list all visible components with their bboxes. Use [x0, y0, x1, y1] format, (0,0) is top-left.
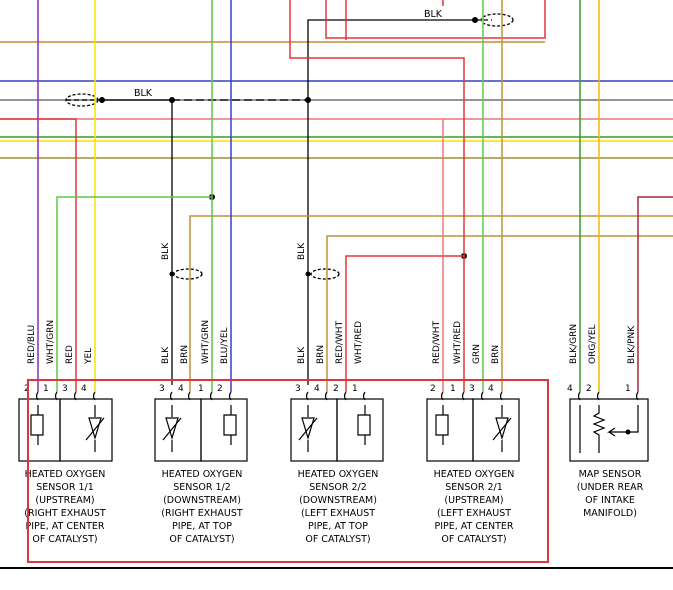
svg-text:MAP SENSOR: MAP SENSOR	[579, 469, 642, 480]
svg-text:HEATED OXYGEN: HEATED OXYGEN	[25, 469, 106, 480]
svg-text:PIPE, AT TOP: PIPE, AT TOP	[172, 521, 232, 532]
wire-label: RED/BLU	[27, 325, 37, 364]
pin-label: 4	[314, 384, 320, 394]
wire-label: BRN	[180, 345, 190, 364]
pin-label: 4	[488, 384, 494, 394]
junction-dots	[99, 17, 478, 277]
wire-label: RED/WHT	[432, 320, 442, 364]
pin-label: 2	[430, 384, 436, 394]
pin-label: 4	[178, 384, 184, 394]
sensor-2-2: BLK BRN RED/WHT WHT/RED 3 4 2 1 HEATED O…	[290, 320, 384, 545]
pin-label: 4	[567, 384, 573, 394]
svg-text:(UPSTREAM): (UPSTREAM)	[35, 495, 94, 506]
pin-label: 2	[333, 384, 339, 394]
svg-text:PIPE, AT CENTER: PIPE, AT CENTER	[434, 521, 513, 532]
svg-text:SENSOR 1/2: SENSOR 1/2	[173, 482, 231, 493]
pin-label: 2	[586, 384, 592, 394]
svg-text:OF CATALYST): OF CATALYST)	[169, 534, 234, 545]
wire-label: BLK/GRN	[569, 324, 579, 364]
svg-text:(LEFT EXHAUST: (LEFT EXHAUST	[437, 508, 511, 519]
svg-text:HEATED OXYGEN: HEATED OXYGEN	[434, 469, 515, 480]
pin-label: 3	[295, 384, 301, 394]
svg-text:(RIGHT EXHAUST: (RIGHT EXHAUST	[161, 508, 243, 519]
component-caption: MAP SENSOR (UNDER REAR OF INTAKE MANIFOL…	[577, 469, 644, 519]
blk-s22-label: BLK	[297, 242, 307, 260]
wire-label: GRN	[472, 344, 482, 364]
svg-text:(RIGHT EXHAUST: (RIGHT EXHAUST	[24, 508, 106, 519]
routed-wires	[0, 0, 673, 392]
blk-shield-label: BLK	[134, 88, 153, 99]
shield-wiring	[65, 13, 514, 385]
svg-text:HEATED OXYGEN: HEATED OXYGEN	[298, 469, 379, 480]
wire-label: RED/WHT	[335, 320, 345, 364]
map-sensor: BLK/GRN ORG/YEL BLK/PNK 4 2 1 MAP SENSOR…	[567, 324, 649, 519]
pin-label: 1	[450, 384, 456, 394]
sensor-1-2: BLK BRN WHT/GRN BLU/YEL 3 4 1 2 HEATED O…	[154, 320, 248, 545]
wire-label: WHT/GRN	[201, 320, 211, 364]
pin-label: 2	[217, 384, 223, 394]
highlight-box	[27, 379, 549, 563]
svg-text:OF CATALYST): OF CATALYST)	[305, 534, 370, 545]
svg-text:OF INTAKE: OF INTAKE	[585, 495, 635, 506]
blk-s12-label: BLK	[161, 242, 171, 260]
wire-label: RED	[65, 345, 75, 364]
component-caption: HEATED OXYGEN SENSOR 2/1 (UPSTREAM) (LEF…	[434, 469, 515, 545]
wire-label: BLK	[297, 346, 307, 364]
svg-text:(UNDER REAR: (UNDER REAR	[577, 482, 644, 493]
svg-text:SENSOR 1/1: SENSOR 1/1	[36, 482, 94, 493]
pin-label: 1	[352, 384, 358, 394]
svg-text:MANIFOLD): MANIFOLD)	[583, 508, 637, 519]
svg-text:PIPE, AT TOP: PIPE, AT TOP	[308, 521, 368, 532]
svg-text:(DOWNSTREAM): (DOWNSTREAM)	[163, 495, 241, 506]
pin-label: 4	[81, 384, 87, 394]
pin-label: 1	[625, 384, 631, 394]
svg-text:SENSOR 2/2: SENSOR 2/2	[309, 482, 367, 493]
sensor-1-1: RED/BLU WHT/GRN RED YEL 2 1 3 4 HEATED O…	[18, 320, 113, 545]
svg-text:OF CATALYST): OF CATALYST)	[441, 534, 506, 545]
wire-label: BRN	[316, 345, 326, 364]
wire-label: WHT/GRN	[46, 320, 56, 364]
pin-label: 3	[469, 384, 475, 394]
pin-label: 1	[198, 384, 204, 394]
svg-text:PIPE, AT CENTER: PIPE, AT CENTER	[25, 521, 104, 532]
wire-label: BLU/YEL	[220, 327, 230, 364]
pin-label: 2	[24, 384, 30, 394]
component-caption: HEATED OXYGEN SENSOR 2/2 (DOWNSTREAM) (L…	[298, 469, 379, 545]
pin-label: 3	[159, 384, 165, 394]
wire-label: BLK/PNK	[627, 325, 637, 364]
component-caption: HEATED OXYGEN SENSOR 1/1 (UPSTREAM) (RIG…	[24, 469, 106, 545]
svg-text:(LEFT EXHAUST: (LEFT EXHAUST	[301, 508, 375, 519]
sensor-2-1: RED/WHT WHT/RED GRN BRN 2 1 3 4 HEATED O…	[426, 320, 520, 545]
wire-label: ORG/YEL	[588, 324, 598, 364]
component-caption: HEATED OXYGEN SENSOR 1/2 (DOWNSTREAM) (R…	[161, 469, 243, 545]
svg-text:SENSOR 2/1: SENSOR 2/1	[445, 482, 503, 493]
wire-label: WHT/RED	[453, 321, 463, 364]
svg-text:(DOWNSTREAM): (DOWNSTREAM)	[299, 495, 377, 506]
wire-label: YEL	[84, 348, 94, 365]
wire-label: BLK	[161, 346, 171, 364]
svg-text:OF CATALYST): OF CATALYST)	[32, 534, 97, 545]
wire-label: WHT/RED	[354, 321, 364, 364]
pin-label: 3	[62, 384, 68, 394]
blk-top-label: BLK	[424, 9, 443, 20]
svg-text:HEATED OXYGEN: HEATED OXYGEN	[162, 469, 243, 480]
svg-text:(UPSTREAM): (UPSTREAM)	[444, 495, 503, 506]
wire-label: BRN	[491, 345, 501, 364]
pin-label: 1	[43, 384, 49, 394]
